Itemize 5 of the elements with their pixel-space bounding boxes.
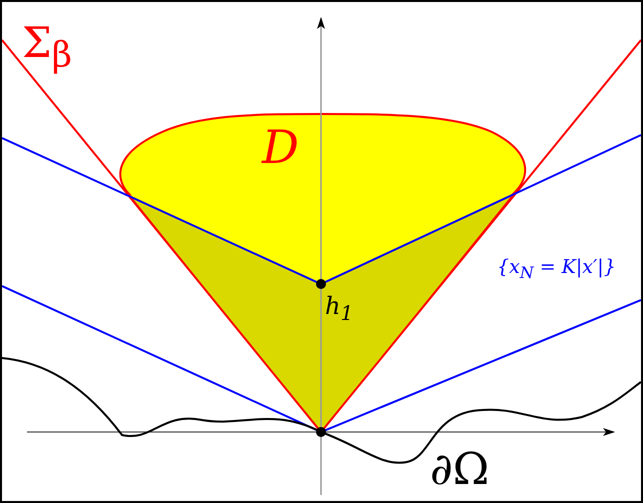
surface-label: Σ$_{β}$: [22, 22, 72, 74]
point-label: h$_{1}$: [325, 294, 354, 323]
plane-label: {x$_{N}$ = K|x′|}: [497, 258, 616, 281]
region-label: D: [262, 124, 299, 170]
boundary-label: ∂Ω: [430, 448, 490, 492]
